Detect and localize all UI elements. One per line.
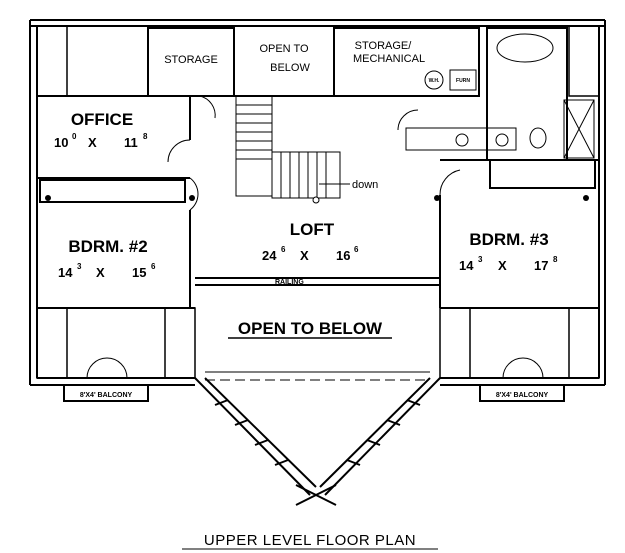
label-office: OFFICE <box>71 110 133 129</box>
plan-title: UPPER LEVEL FLOOR PLAN <box>204 532 416 549</box>
label-loft: LOFT <box>290 220 335 239</box>
svg-text:8: 8 <box>553 255 558 264</box>
label-railing: RAILING <box>275 279 304 286</box>
closet-rods <box>45 195 589 201</box>
front-window <box>205 371 430 381</box>
label-down: down <box>352 179 378 191</box>
svg-text:15: 15 <box>132 265 146 280</box>
label-balcony-right: 8'X4' BALCONY <box>496 392 549 399</box>
svg-text:6: 6 <box>151 262 156 271</box>
interior-walls <box>37 27 599 309</box>
svg-text:X: X <box>498 258 507 273</box>
svg-text:0: 0 <box>72 132 77 141</box>
label-open-to: OPEN TO <box>259 43 309 55</box>
svg-text:10: 10 <box>54 135 68 150</box>
label-open-to-below: OPEN TO BELOW <box>238 319 383 338</box>
label-below: BELOW <box>270 62 310 74</box>
svg-text:24: 24 <box>262 248 277 263</box>
label-balcony-left: 8'X4' BALCONY <box>80 392 133 399</box>
label-bdrm2: BDRM. #2 <box>68 237 147 256</box>
door-swings <box>86 95 544 379</box>
label-storage: STORAGE <box>164 54 218 66</box>
label-bdrm3: BDRM. #3 <box>469 230 548 249</box>
svg-text:17: 17 <box>534 258 548 273</box>
loft-dimensions: 24 6 X 16 6 <box>262 245 359 263</box>
label-furnace: FURN <box>456 78 470 84</box>
svg-text:6: 6 <box>281 245 286 254</box>
bath-fixtures <box>405 33 595 159</box>
svg-text:3: 3 <box>478 255 483 264</box>
svg-text:6: 6 <box>354 245 359 254</box>
bdrm2-dimensions: 14 3 X 15 6 <box>58 262 156 280</box>
svg-text:X: X <box>96 265 105 280</box>
label-water-heater: W.H. <box>429 78 440 84</box>
svg-text:11: 11 <box>124 135 138 150</box>
bdrm3-dimensions: 14 3 X 17 8 <box>459 255 558 273</box>
railing <box>195 277 440 286</box>
stairs <box>235 95 350 204</box>
balconies <box>63 384 565 402</box>
svg-text:14: 14 <box>58 265 73 280</box>
label-storage-slash: STORAGE/ <box>355 40 413 52</box>
svg-text:X: X <box>88 135 97 150</box>
svg-text:3: 3 <box>77 262 82 271</box>
prow-deck <box>194 377 441 506</box>
office-dimensions: 10 0 X 11 8 <box>54 132 148 150</box>
svg-text:16: 16 <box>336 248 350 263</box>
label-mechanical: MECHANICAL <box>353 53 425 65</box>
svg-text:8: 8 <box>143 132 148 141</box>
svg-text:X: X <box>300 248 309 263</box>
svg-text:14: 14 <box>459 258 474 273</box>
